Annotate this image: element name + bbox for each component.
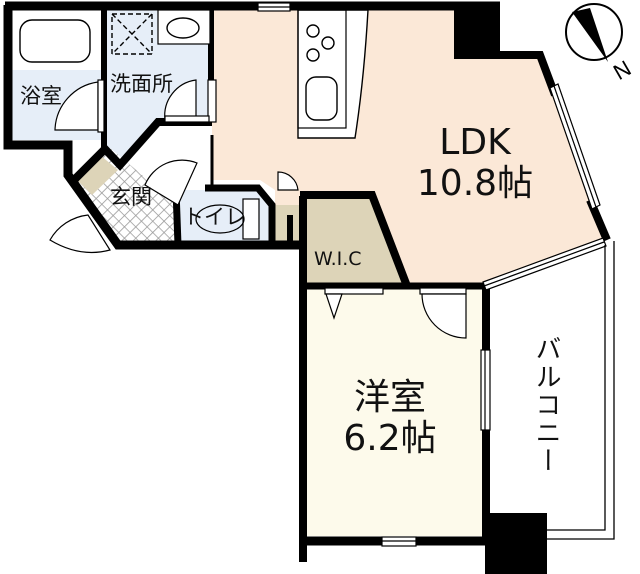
room-label-bath: 浴室: [20, 84, 62, 108]
column-bottom: [485, 513, 547, 574]
doors: [49, 79, 467, 339]
kitchen-sink: [305, 76, 338, 121]
western-size: 6.2帖: [343, 418, 437, 460]
shoe-box: [75, 155, 118, 195]
room-label-toilet: トイレ: [183, 205, 246, 229]
wic-floor: [305, 198, 405, 283]
room-label-western: 洋室 6.2帖: [325, 377, 455, 460]
svg-text:N: N: [609, 55, 635, 85]
stove-burner: [306, 48, 320, 62]
stove-burner: [306, 24, 320, 38]
room-label-entrance: 玄関: [110, 185, 152, 209]
room-label-balcony: バルコニー: [531, 335, 561, 475]
basin: [166, 17, 200, 39]
windows: [207, 2, 607, 547]
room-label-ldk: LDK 10.8帖: [410, 122, 540, 205]
column-top-right: [458, 6, 500, 56]
ldk-size: 10.8帖: [416, 163, 534, 205]
western-name: 洋室: [353, 377, 426, 418]
compass-north-icon: N: [565, 3, 635, 85]
ldk-name: LDK: [439, 122, 511, 163]
toilet-bowl: [195, 204, 245, 234]
washing-machine-pan: [111, 13, 153, 55]
balcony-outline: [547, 241, 615, 540]
stove-burner: [321, 36, 335, 50]
room-label-wic: W.I.C: [314, 248, 362, 270]
toilet-tank: [242, 198, 260, 240]
bathtub: [19, 19, 91, 63]
washroom-floor: [106, 10, 210, 160]
kitchen-sink-line: [297, 9, 347, 129]
room-label-washroom: 洗面所: [110, 72, 173, 96]
